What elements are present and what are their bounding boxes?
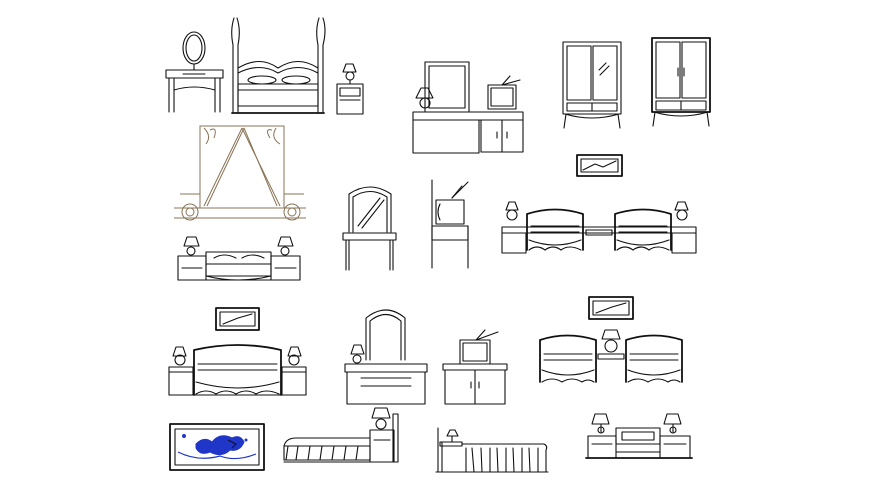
desk-mirror-tv [412,61,524,154]
headboard-lamps [585,413,693,459]
wardrobe-plain [651,37,711,127]
arched-mirror-dresser [344,309,428,405]
bed-side-lamp [283,407,399,463]
dressing-table-mirror [342,186,397,271]
tv-stand [431,179,469,269]
tv-cabinet [442,329,508,405]
double-bed-picture [168,307,307,396]
bed-side-view [435,427,549,473]
wardrobe-glass [562,41,622,129]
painting-blue [169,423,265,471]
double-bed-nightstands [177,236,301,281]
framed-landscape [576,154,623,177]
twin-beds-picture [539,296,683,383]
nightstand-lamp [336,63,364,115]
ornate-bed-detail [174,125,306,221]
four-poster-bed [231,17,326,114]
twin-beds-nightstands [501,201,697,254]
vanity-mirror-table [165,31,224,113]
